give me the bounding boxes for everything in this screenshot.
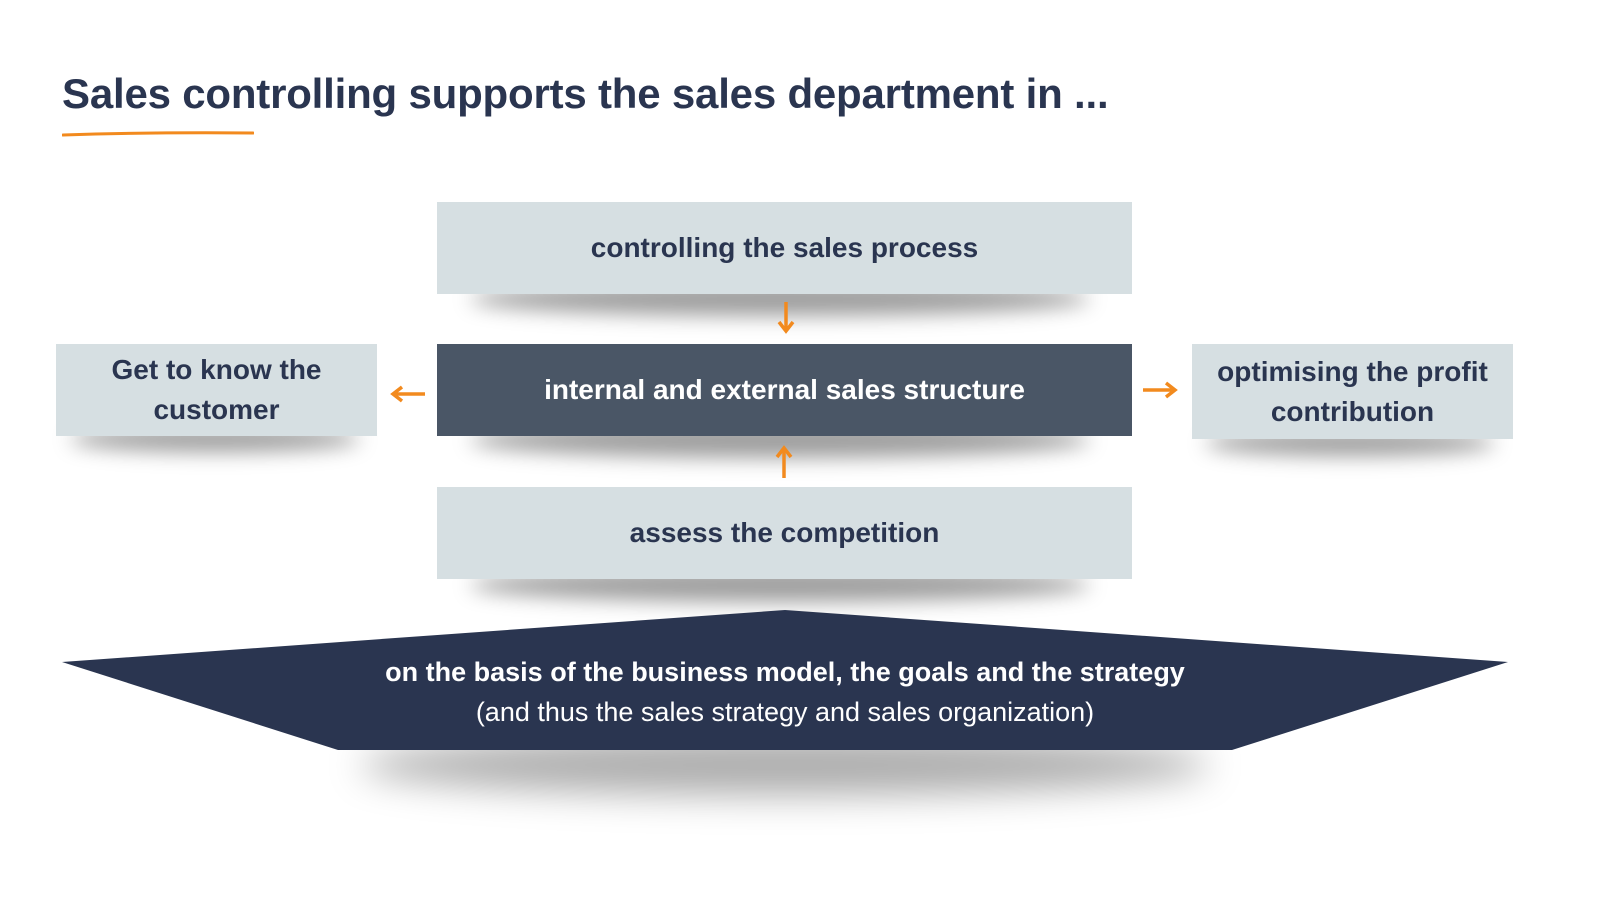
right-box: optimising the profit contribution <box>1192 344 1513 439</box>
bottom-box: assess the competition <box>437 487 1132 579</box>
left-box: Get to know the customer <box>56 344 377 436</box>
top-box: controlling the sales process <box>437 202 1132 294</box>
foundation-main-text: on the basis of the business model, the … <box>385 657 1185 687</box>
foundation-text: on the basis of the business model, the … <box>62 652 1508 732</box>
title-underline <box>62 131 254 137</box>
arrow-right-icon <box>1143 381 1178 399</box>
arrow-down-icon <box>777 302 795 334</box>
foundation-sub-text: (and thus the sales strategy and sales o… <box>475 697 1095 727</box>
arrow-left-icon <box>390 385 425 403</box>
foundation-shape <box>62 610 1508 750</box>
page-title: Sales controlling supports the sales dep… <box>62 70 1109 117</box>
center-box: internal and external sales structure <box>437 344 1132 436</box>
arrow-up-icon <box>775 445 793 478</box>
